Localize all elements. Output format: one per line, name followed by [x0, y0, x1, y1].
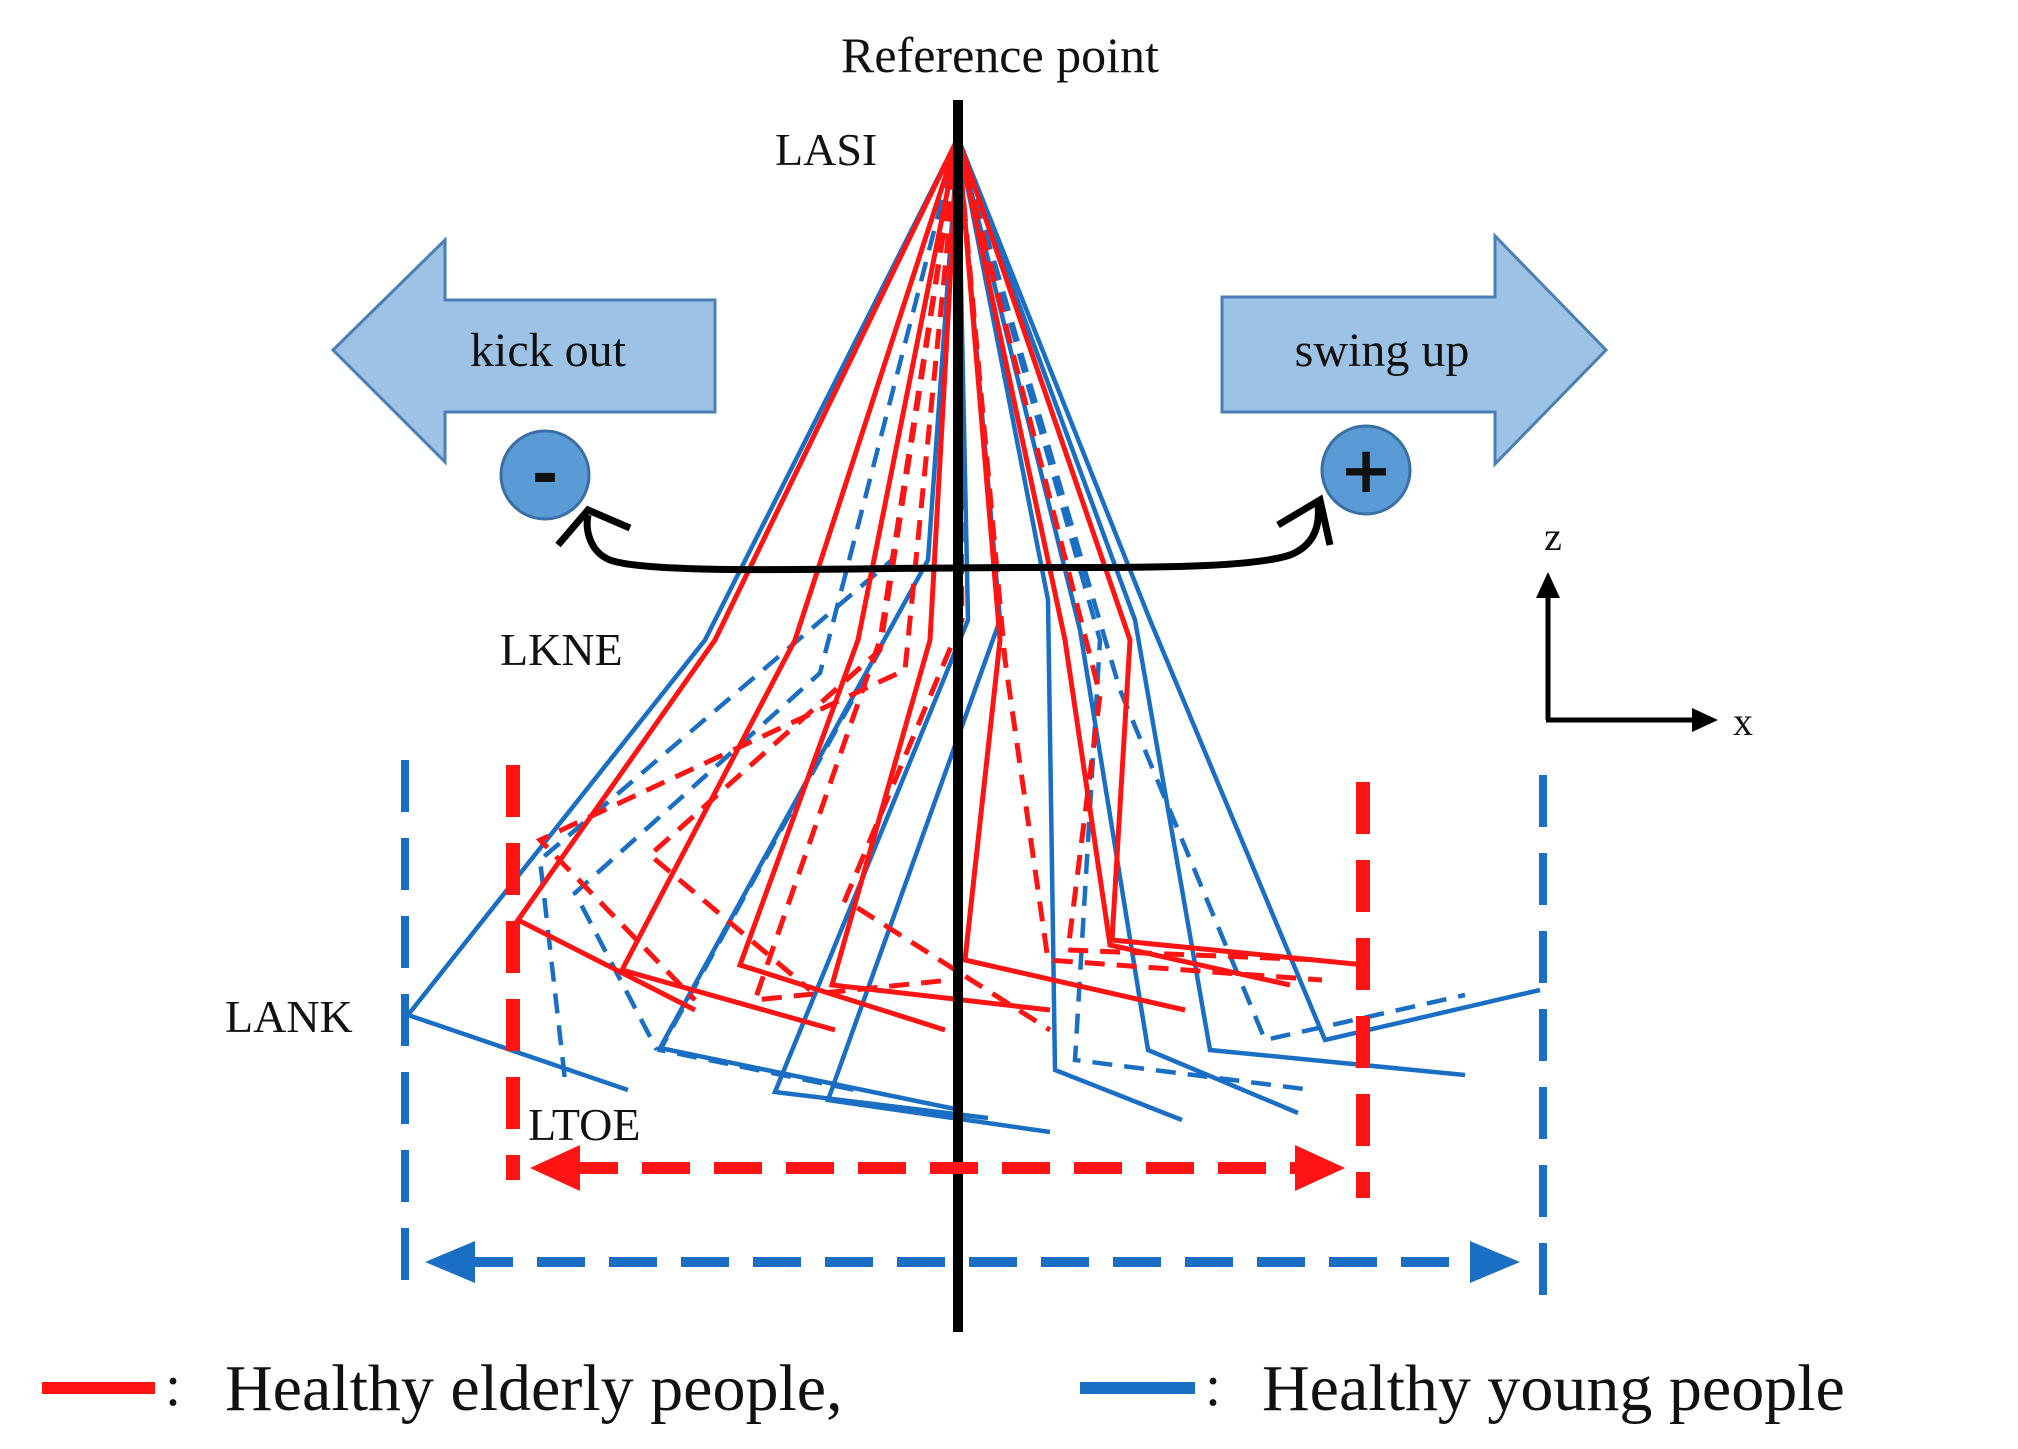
swing-up-arrow: swing up — [1220, 232, 1609, 468]
elderly-leg-line-3 — [736, 137, 961, 1033]
elderly-leg-line-5 — [955, 137, 1186, 1013]
kick-out-label: kick out — [470, 324, 627, 377]
lank-label: LANK — [225, 991, 353, 1042]
young-leg-line-1 — [404, 136, 961, 1093]
minus-symbol: - — [532, 438, 559, 512]
legend-elderly-label: Healthy elderly people, — [225, 1352, 843, 1425]
ltoe-label: LTOE — [528, 1099, 640, 1150]
rotation-arrow-right-curve — [957, 504, 1322, 572]
rotation-arrow — [555, 494, 1334, 574]
lkne-label: LKNE — [500, 624, 623, 675]
swing-up-label: swing up — [1295, 324, 1470, 377]
young-leg-line-8 — [955, 137, 1466, 1078]
minus-badge: - — [499, 429, 591, 521]
elderly-leg-line-12 — [955, 137, 1323, 983]
legend-young-separator: : — [1205, 1353, 1221, 1418]
elderly-range-arrow — [530, 1145, 1345, 1191]
young-range-arrow — [425, 1241, 1520, 1283]
legend-young-label: Healthy young people — [1262, 1352, 1845, 1425]
young-leg-line-2 — [537, 137, 961, 1081]
young-leg-line-7 — [955, 137, 1299, 1116]
plus-circle-icon — [1320, 424, 1412, 516]
elderly-leg-line-8 — [535, 137, 961, 1002]
elderly-leg-line-4 — [828, 137, 1051, 1013]
legend: : Healthy elderly people, : Healthy youn… — [42, 1352, 1845, 1425]
reference-point-label: Reference point — [841, 27, 1159, 83]
z-axis-arrowhead-icon — [1536, 572, 1560, 598]
rotation-arrowhead-left-icon — [555, 505, 632, 548]
young-leg-line-12 — [955, 137, 1313, 1093]
elderly-leg-line-13 — [955, 137, 1321, 963]
plus-badge: + — [1320, 424, 1412, 516]
x-axis-label: x — [1733, 699, 1753, 744]
kick-out-arrow: kick out — [330, 236, 717, 466]
young-range-arrowhead-right-icon — [1470, 1241, 1520, 1283]
coordinate-axes: z x — [1536, 514, 1753, 744]
legend-elderly-separator: : — [165, 1353, 181, 1418]
young-leg-line-6 — [955, 137, 1183, 1123]
lasi-label: LASI — [775, 124, 877, 175]
rotation-arrow-left-curve — [583, 514, 959, 574]
plus-symbol: + — [1339, 434, 1393, 508]
young-leg-line-9 — [955, 137, 1541, 1043]
elderly-range-arrowhead-right-icon — [1295, 1145, 1345, 1191]
young-leg-line-10 — [572, 137, 961, 1052]
elderly-leg-line-7 — [955, 137, 1366, 968]
rotation-arrowhead-right-icon — [1276, 494, 1334, 546]
x-axis-arrowhead-icon — [1692, 708, 1718, 732]
minus-circle-icon — [499, 429, 591, 521]
z-axis-label: z — [1544, 514, 1562, 559]
young-leg-line-13 — [955, 137, 1466, 1043]
young-range-arrowhead-left-icon — [425, 1241, 475, 1283]
elderly-leg-line-1 — [514, 136, 961, 1013]
swing-up-arrow-shape — [1220, 232, 1609, 468]
elderly-leg-lines — [514, 136, 1366, 1033]
kick-out-arrow-shape — [330, 236, 717, 466]
elderly-range-arrowhead-left-icon — [530, 1145, 580, 1191]
